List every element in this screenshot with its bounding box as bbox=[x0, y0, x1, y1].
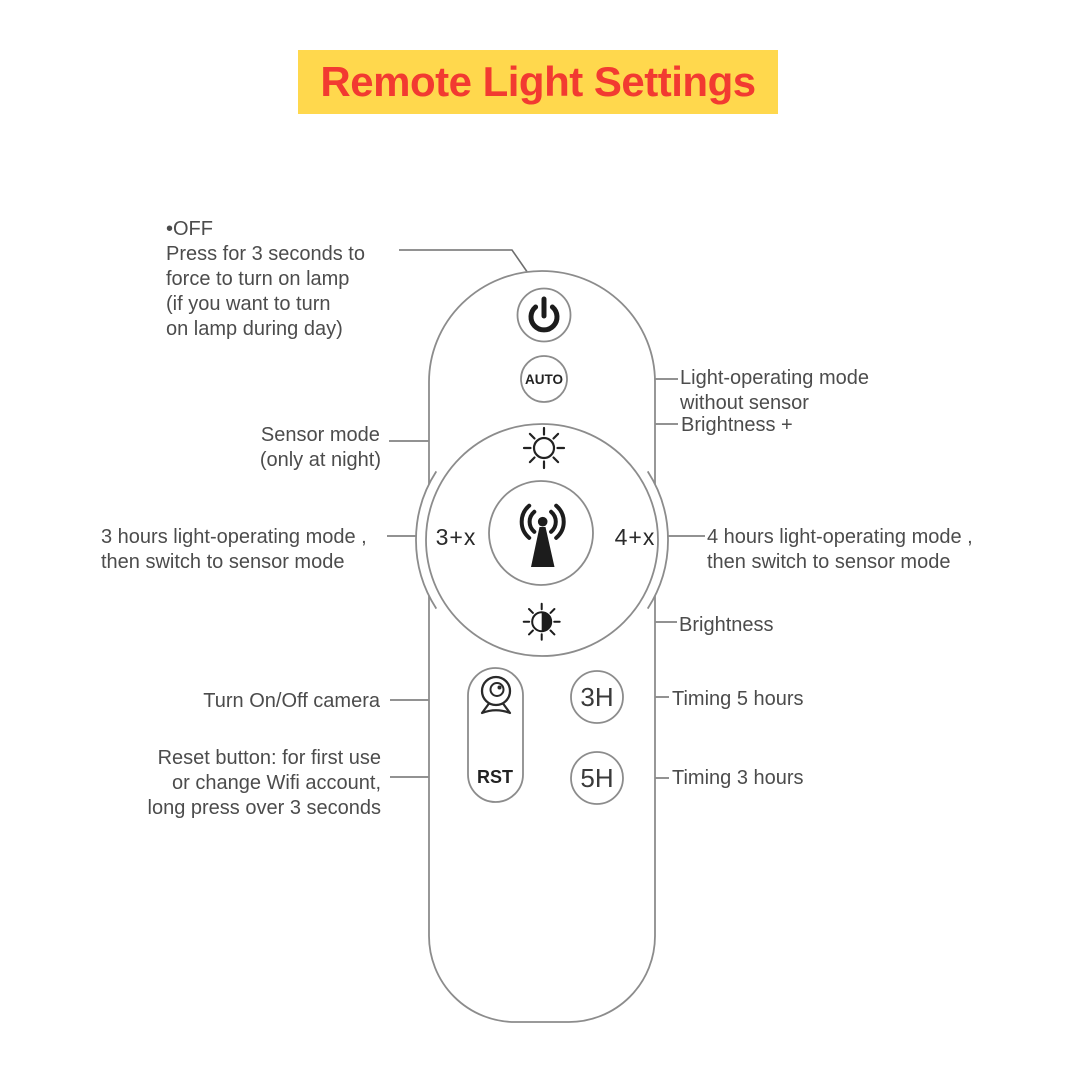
reset-annotation: Reset button: for first use or change Wi… bbox=[147, 747, 381, 819]
antenna-broadcast-icon bbox=[519, 503, 566, 567]
remote-illustration: AUTO bbox=[415, 270, 669, 1023]
power-icon bbox=[528, 296, 560, 333]
page-title: Remote Light Settings bbox=[320, 58, 756, 105]
timer-5h-label: 5H bbox=[580, 763, 613, 793]
timing5-annotation: Timing 5 hours bbox=[672, 688, 804, 710]
title-banner: Remote Light Settings bbox=[298, 50, 778, 114]
four-hours-annotation: 4 hours light-operating mode , then swit… bbox=[707, 526, 973, 573]
auto-button-label: AUTO bbox=[525, 372, 563, 387]
half-sun-brightness-icon bbox=[522, 602, 561, 641]
three-hours-annotation: 3 hours light-operating mode , then swit… bbox=[101, 526, 367, 573]
auto-button-ring bbox=[520, 355, 568, 403]
dpad-left-label: 3+x bbox=[436, 524, 477, 550]
timer-3h-label: 3H bbox=[580, 682, 613, 712]
sensor-mode-annotation: Sensor mode (only at night) bbox=[259, 424, 381, 471]
auto-button: AUTO bbox=[520, 355, 568, 403]
brightness-plus-annotation: Brightness + bbox=[681, 414, 793, 436]
timing3-annotation: Timing 3 hours bbox=[672, 767, 804, 789]
timer-3h-button: 3H bbox=[570, 670, 624, 724]
light-mode-annotation: Light-operating mode without sensor bbox=[680, 367, 870, 414]
camera-rst-pill: RST bbox=[467, 667, 524, 803]
off-annotation: •OFF Press for 3 seconds to force to tur… bbox=[166, 218, 365, 340]
sun-brightness-plus-icon bbox=[522, 426, 566, 470]
webcam-icon bbox=[480, 675, 512, 715]
brightness-annotation: Brightness bbox=[679, 614, 774, 636]
timer-5h-button: 5H bbox=[570, 751, 624, 805]
power-button bbox=[516, 287, 572, 343]
camera-annotation: Turn On/Off camera bbox=[203, 690, 380, 712]
rst-button-label: RST bbox=[477, 767, 513, 787]
sensor-button bbox=[488, 480, 594, 586]
dpad-right-label: 4+x bbox=[615, 524, 656, 550]
